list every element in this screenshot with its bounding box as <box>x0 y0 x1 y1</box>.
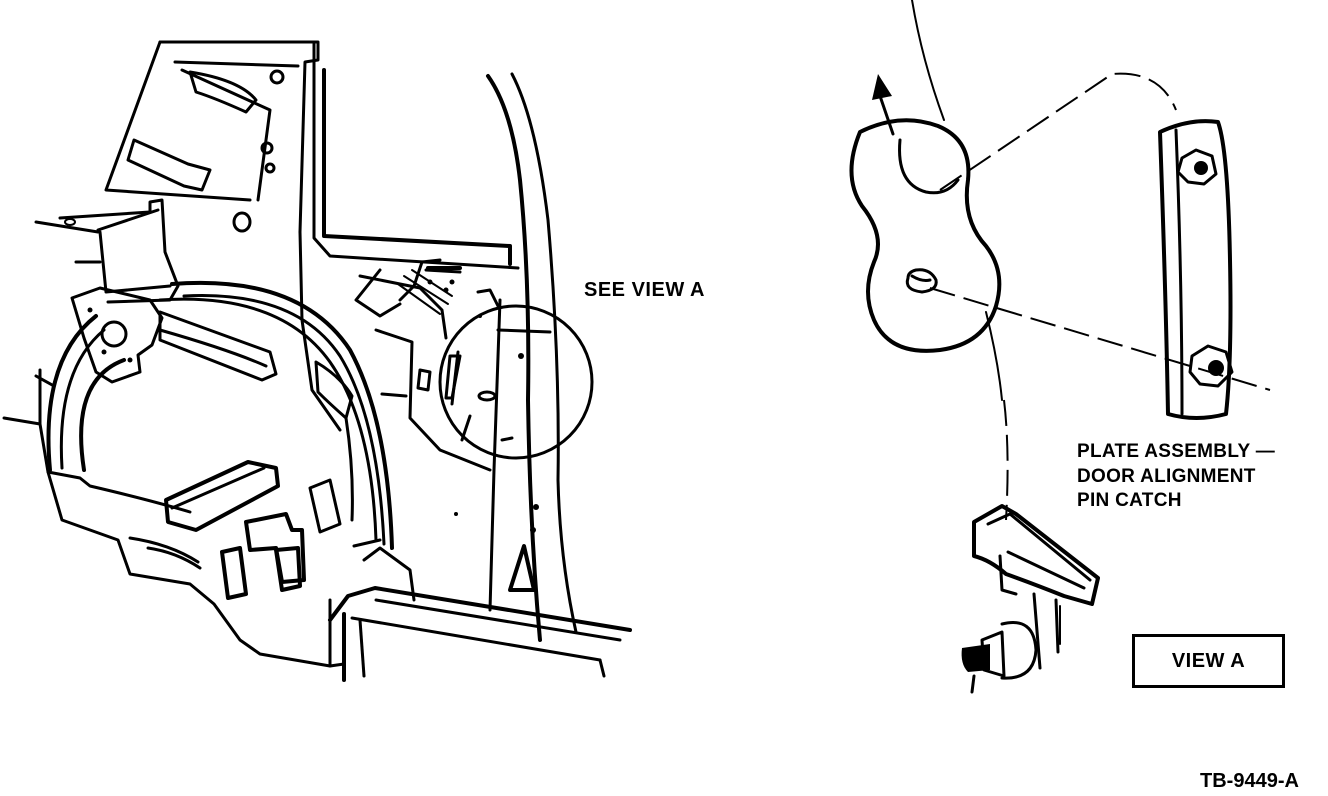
view-a-title: VIEW A <box>1171 649 1246 672</box>
door-alignment-pin <box>961 504 1100 694</box>
plate-assembly-label-line-3: PIN CATCH <box>1077 490 1182 511</box>
pin-catch-plate <box>849 74 1002 353</box>
plate-assembly-label-line-2: DOOR ALIGNMENT <box>1077 465 1256 487</box>
figure-id: TB-9449-A <box>1200 770 1299 792</box>
plate-assembly-label-line-1: PLATE ASSEMBLY — <box>1077 441 1276 462</box>
plate-assembly-label: PLATE ASSEMBLY — DOOR ALIGNMENT PIN CATC… <box>1077 440 1275 514</box>
view-a-locator-circle <box>438 288 594 460</box>
view-a-title-box: VIEW A <box>1132 634 1285 688</box>
see-view-a-callout: SEE VIEW A <box>584 279 705 301</box>
vehicle-body-quarter-panel <box>2 40 632 682</box>
backing-strip-with-nuts <box>1158 119 1234 420</box>
